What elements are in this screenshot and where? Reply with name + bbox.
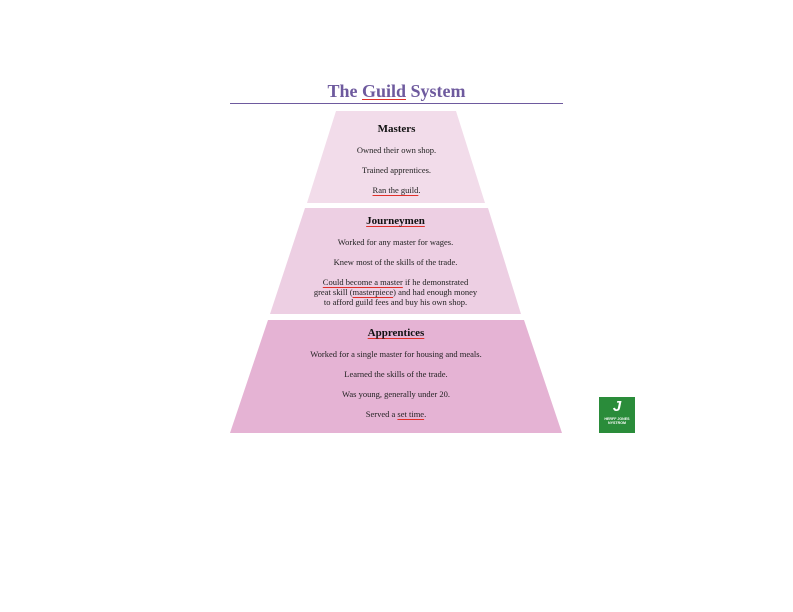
tier-masters-shape xyxy=(307,111,485,203)
apprentices-line-4-underlined: set time xyxy=(397,409,425,419)
journeymen-line-1: Worked for any master for wages. xyxy=(337,237,454,247)
tier-masters: Masters Owned their own shop. Trained ap… xyxy=(300,123,493,195)
journeymen-line-3b-before: great skill ( xyxy=(313,287,353,297)
journeymen-line-3a-underlined: Could become a master xyxy=(322,277,403,287)
journeymen-line-3a: Could become a master if he demonstrated xyxy=(270,277,521,287)
logo-text-line-2: NYSTROM xyxy=(608,421,626,425)
title-text-before: The xyxy=(327,81,362,101)
apprentices-line-1: Worked for a single master for housing a… xyxy=(310,349,482,359)
apprentices-line-4: Served a set time. xyxy=(268,409,524,419)
apprentices-line-4-before: Served a xyxy=(365,409,398,419)
title-text-after: System xyxy=(406,81,466,101)
masters-line-1: Owned their own shop. xyxy=(356,145,437,155)
masters-line-3: Ran the guild. xyxy=(300,185,493,195)
apprentices-line-4-after: . xyxy=(424,409,427,419)
publisher-logo: J HERFF JONES NYSTROM xyxy=(599,397,635,433)
apprentices-line-2: Learned the skills of the trade. xyxy=(344,369,448,379)
tier-heading-apprentices: Apprentices xyxy=(367,327,425,339)
page-title: The Guild System xyxy=(230,81,563,102)
apprentices-line-3: Was young, generally under 20. xyxy=(342,389,450,399)
masters-line-2: Trained apprentices. xyxy=(361,165,432,175)
tier-heading-journeymen: Journeymen xyxy=(366,215,425,227)
journeymen-line-3a-after: if he demonstrated xyxy=(402,277,469,287)
masters-line-3-underlined: Ran the guild xyxy=(372,185,419,195)
title-rule xyxy=(230,103,563,104)
journeymen-line-3c: to afford guild fees and buy his own sho… xyxy=(323,297,468,307)
tier-heading-masters: Masters xyxy=(377,123,416,135)
masters-line-3-after: . xyxy=(418,185,421,195)
tier-apprentices: Apprentices Worked for a single master f… xyxy=(268,327,524,419)
journeymen-line-2: Knew most of the skills of the trade. xyxy=(333,257,458,267)
tier-journeymen-shape xyxy=(270,208,521,314)
journeymen-line-3b-underlined: masterpiece xyxy=(352,287,394,297)
tier-journeymen: Journeymen Worked for any master for wag… xyxy=(270,215,521,307)
title-text-underlined: Guild xyxy=(361,81,407,101)
tier-apprentices-shape xyxy=(230,320,562,433)
logo-mark: J xyxy=(612,398,622,415)
journeymen-line-3b-after: ) and had enough money xyxy=(393,287,478,297)
journeymen-line-3b: great skill (masterpiece) and had enough… xyxy=(270,287,521,297)
logo-text-line-1: HERFF JONES xyxy=(604,417,630,421)
